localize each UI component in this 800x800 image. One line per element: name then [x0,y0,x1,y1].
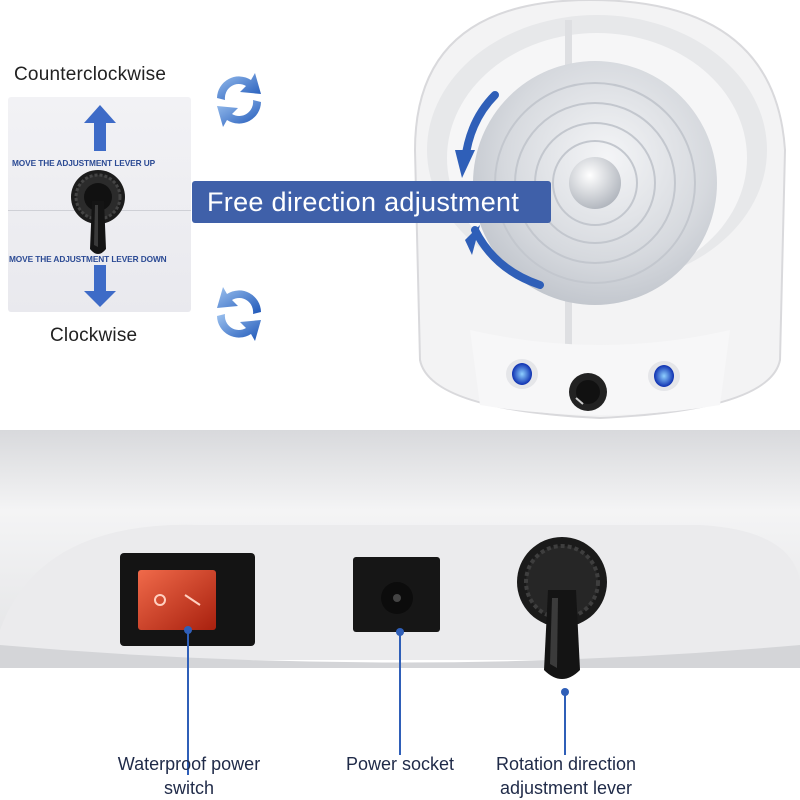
power-socket-caption: Power socket [345,754,455,774]
lever-caption: Rotation direction adjustment lever [482,752,650,800]
clockwise-label: Clockwise [50,325,138,346]
move-up-label: MOVE THE ADJUSTMENT LEVER UP [12,158,156,168]
arrow-up-icon [84,105,116,151]
counterclockwise-label: Counterclockwise [14,64,167,85]
lever-caption-line2: adjustment lever [499,778,633,798]
control-panel-image [0,430,800,800]
power-switch-caption: Waterproof power switch [98,752,280,800]
move-down-label: MOVE THE ADJUSTMENT LEVER DOWN [9,254,167,264]
lever-instruction-card: MOVE THE ADJUSTMENT LEVER UP MOVE THE AD… [8,97,191,312]
arrow-down-icon [84,265,116,307]
free-direction-banner: Free direction adjustment [192,181,551,223]
lever-caption-line1: Rotation direction [495,754,637,774]
rotate-clockwise-icon [217,287,261,341]
rotate-counterclockwise-icon [217,73,261,127]
toggle-lever-image [71,170,125,254]
power-switch-caption-line2: switch [163,778,214,798]
power-switch-caption-line1: Waterproof power [117,754,261,774]
